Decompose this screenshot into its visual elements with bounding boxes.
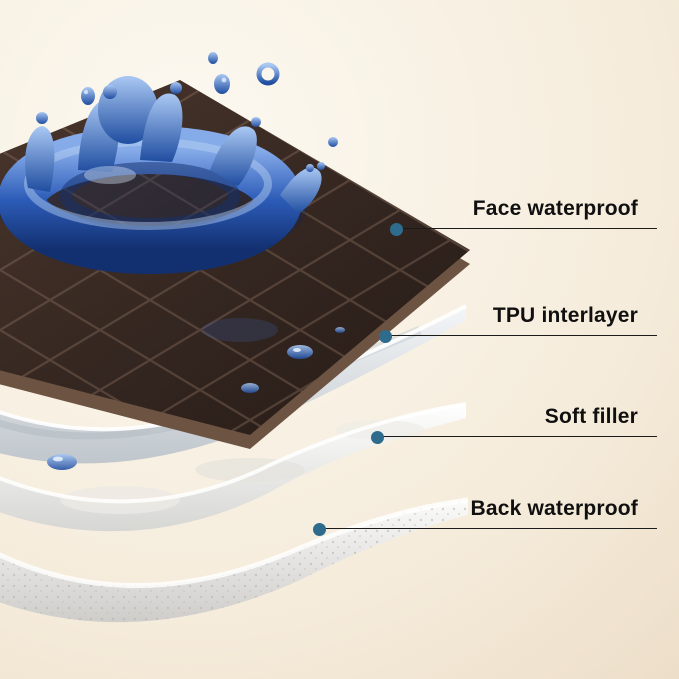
callout-dot [390,222,403,236]
water-droplets [81,52,338,172]
surface-droplets [47,327,345,470]
soft-filler-layer [0,402,467,532]
callout-soft-filler: Soft filler [371,401,657,444]
callout-line [385,335,657,336]
callout-face-waterproof: Face waterproof [390,193,657,236]
callout-line [377,436,657,437]
callout-tpu-interlayer: TPU interlayer [379,300,657,343]
callout-line [396,228,657,229]
callout-label-tpu-interlayer: TPU interlayer [492,304,638,327]
back-waterproof-layer [0,497,469,623]
callout-label-back-waterproof: Back waterproof [470,497,638,520]
callout-dot [313,522,326,536]
callout-line [319,528,657,529]
callout-label-soft-filler: Soft filler [544,405,638,428]
callout-back-waterproof: Back waterproof [313,493,657,536]
water-splash [0,76,325,274]
callout-dot [379,329,392,343]
callout-label-face-waterproof: Face waterproof [472,197,638,220]
callout-dot [371,430,384,444]
